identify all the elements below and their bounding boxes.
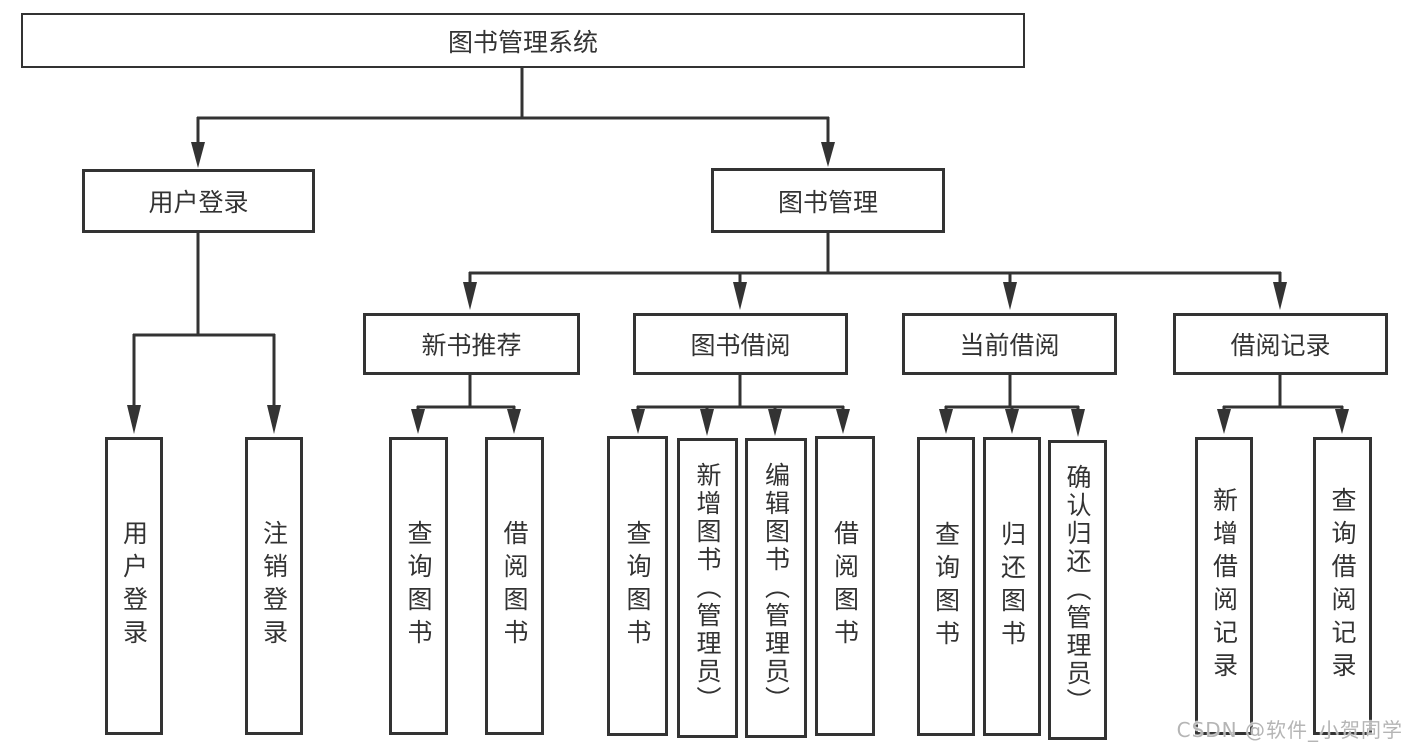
node-user-login-branch: 用户登录 xyxy=(82,169,315,233)
node-label: 图书管理 xyxy=(777,187,878,217)
leaf-label: 用户登录 xyxy=(119,520,149,652)
leaf-label: 查询图书 xyxy=(623,520,652,652)
leaf-add-borrow-record: 新增借阅记录 xyxy=(1195,437,1253,735)
node-label: 用户登录 xyxy=(148,188,249,217)
node-label: 图书借阅 xyxy=(690,331,791,360)
leaf-add-books-admin: 新增图书（管理员） xyxy=(677,438,738,738)
leaf-query-books-1: 查询图书 xyxy=(389,437,448,735)
node-book-management: 图书管理 xyxy=(711,168,945,233)
leaf-label: 借阅图书 xyxy=(830,520,860,652)
node-borrow-records: 借阅记录 xyxy=(1173,313,1388,375)
connector-lines xyxy=(132,68,1344,411)
leaf-label: 注销登录 xyxy=(259,520,289,652)
leaf-query-borrow-record: 查询借阅记录 xyxy=(1313,437,1372,735)
leaf-logout: 注销登录 xyxy=(245,437,303,735)
node-root-system: 图书管理系统 xyxy=(21,13,1025,68)
leaf-label: 编辑图书（管理员） xyxy=(761,462,791,714)
leaf-label: 查询图书 xyxy=(931,520,961,653)
leaf-query-books-3: 查询图书 xyxy=(917,437,975,736)
leaf-user-login: 用户登录 xyxy=(105,437,163,735)
leaf-label: 借阅图书 xyxy=(500,520,529,652)
leaf-label: 新增借阅记录 xyxy=(1209,487,1239,685)
node-new-book-recommend: 新书推荐 xyxy=(363,313,580,375)
leaf-label: 查询借阅记录 xyxy=(1328,487,1357,685)
node-book-borrow: 图书借阅 xyxy=(633,313,848,375)
leaf-edit-books-admin: 编辑图书（管理员） xyxy=(745,438,807,738)
node-label: 新书推荐 xyxy=(421,331,522,360)
node-label: 借阅记录 xyxy=(1230,331,1331,360)
leaf-confirm-return-admin: 确认归还（管理员） xyxy=(1048,440,1107,740)
node-root-label: 图书管理系统 xyxy=(447,27,598,57)
leaf-return-books: 归还图书 xyxy=(983,437,1041,736)
leaf-label: 查询图书 xyxy=(404,520,433,652)
node-current-borrow: 当前借阅 xyxy=(902,313,1117,375)
leaf-label: 确认归还（管理员） xyxy=(1063,464,1092,716)
connector-arrowheads xyxy=(127,142,1349,437)
leaf-query-books-2: 查询图书 xyxy=(607,436,668,736)
leaf-borrow-books-1: 借阅图书 xyxy=(485,437,544,735)
leaf-borrow-books-2: 借阅图书 xyxy=(815,436,875,736)
node-label: 当前借阅 xyxy=(959,331,1060,360)
leaf-label: 归还图书 xyxy=(997,520,1027,653)
csdn-watermark: CSDN @软件_小贺同学 xyxy=(1176,718,1403,742)
leaf-label: 新增图书（管理员） xyxy=(693,462,722,714)
